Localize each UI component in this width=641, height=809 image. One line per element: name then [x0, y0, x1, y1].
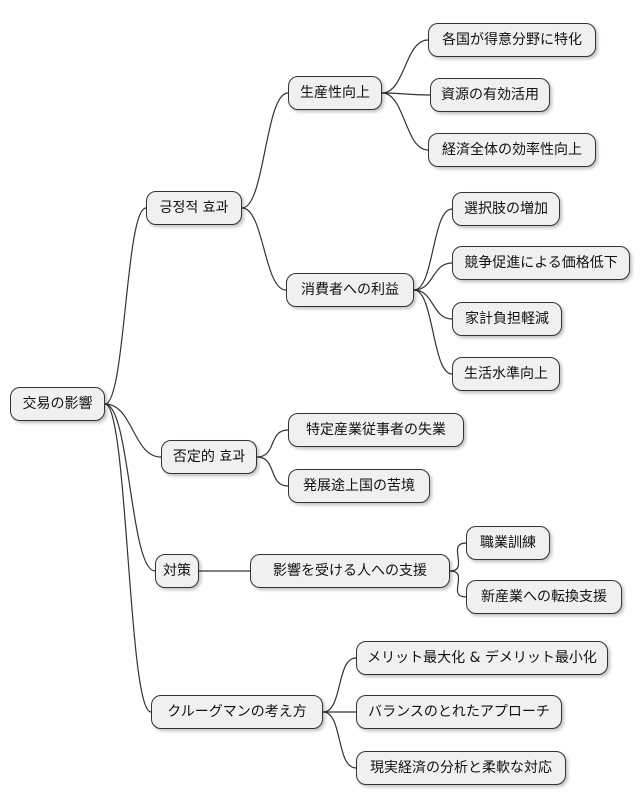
node-household-relief: 家計負担軽減: [452, 302, 562, 336]
edge-root-krugman-view: [104, 403, 152, 713]
node-developing-countries: 発展途上国の苦境: [288, 469, 430, 503]
edge-consumer-benefits-household-relief: [413, 289, 453, 320]
node-efficiency: 経済全体の効率性向上: [428, 133, 596, 167]
edge-productivity-specialization: [381, 39, 429, 94]
node-balanced-approach: バランスのとれたアプローチ: [356, 695, 562, 729]
edge-consumer-benefits-lower-prices: [413, 262, 453, 291]
node-krugman-view: クルーグマンの考え方: [151, 695, 323, 729]
node-living-standards: 生活水準向上: [452, 357, 560, 391]
node-consumer-benefits: 消費者への利益: [286, 273, 414, 307]
edge-root-negative-effects: [104, 403, 162, 458]
edge-support-affected-job-training: [449, 542, 467, 572]
edge-support-affected-transition-support: [449, 570, 467, 598]
edge-negative-effects-developing-countries: [256, 456, 289, 487]
node-maximize-merits: メリット最大化 & デメリット最小化: [356, 641, 608, 675]
node-lower-prices: 競争促進による価格低下: [452, 246, 630, 280]
node-more-choices: 選択肢の増加: [452, 192, 560, 226]
node-resource-use: 資源の有効活用: [430, 78, 550, 112]
node-support-affected: 影響を受ける人への支援: [250, 554, 450, 588]
edge-root-measures: [104, 403, 156, 572]
edge-productivity-efficiency: [381, 92, 429, 151]
node-flexible-analysis: 現実経済の分析と柔軟な対応: [356, 751, 566, 785]
edge-consumer-benefits-more-choices: [413, 208, 453, 291]
edge-positive-effects-productivity: [241, 92, 289, 209]
edge-krugman-view-maximize-merits: [322, 657, 357, 713]
node-measures: 対策: [155, 554, 199, 588]
edge-consumer-benefits-living-standards: [413, 289, 453, 375]
node-transition-support: 新産業への転換支援: [466, 580, 622, 614]
node-positive-effects: 긍정적 효과: [146, 191, 242, 225]
edge-negative-effects-job-losses: [256, 429, 289, 458]
node-job-training: 職業訓練: [466, 526, 550, 560]
node-negative-effects: 否定的 효과: [161, 440, 257, 474]
node-job-losses: 特定産業従事者の失業: [288, 413, 464, 447]
node-productivity: 生産性向上: [288, 76, 382, 110]
edge-krugman-view-flexible-analysis: [322, 711, 357, 769]
edge-positive-effects-consumer-benefits: [241, 207, 287, 291]
edge-root-positive-effects: [104, 207, 147, 405]
node-root: 交易の影響: [10, 387, 105, 421]
node-specialization: 各国が得意分野に特化: [428, 23, 596, 57]
edge-productivity-resource-use: [381, 92, 431, 96]
